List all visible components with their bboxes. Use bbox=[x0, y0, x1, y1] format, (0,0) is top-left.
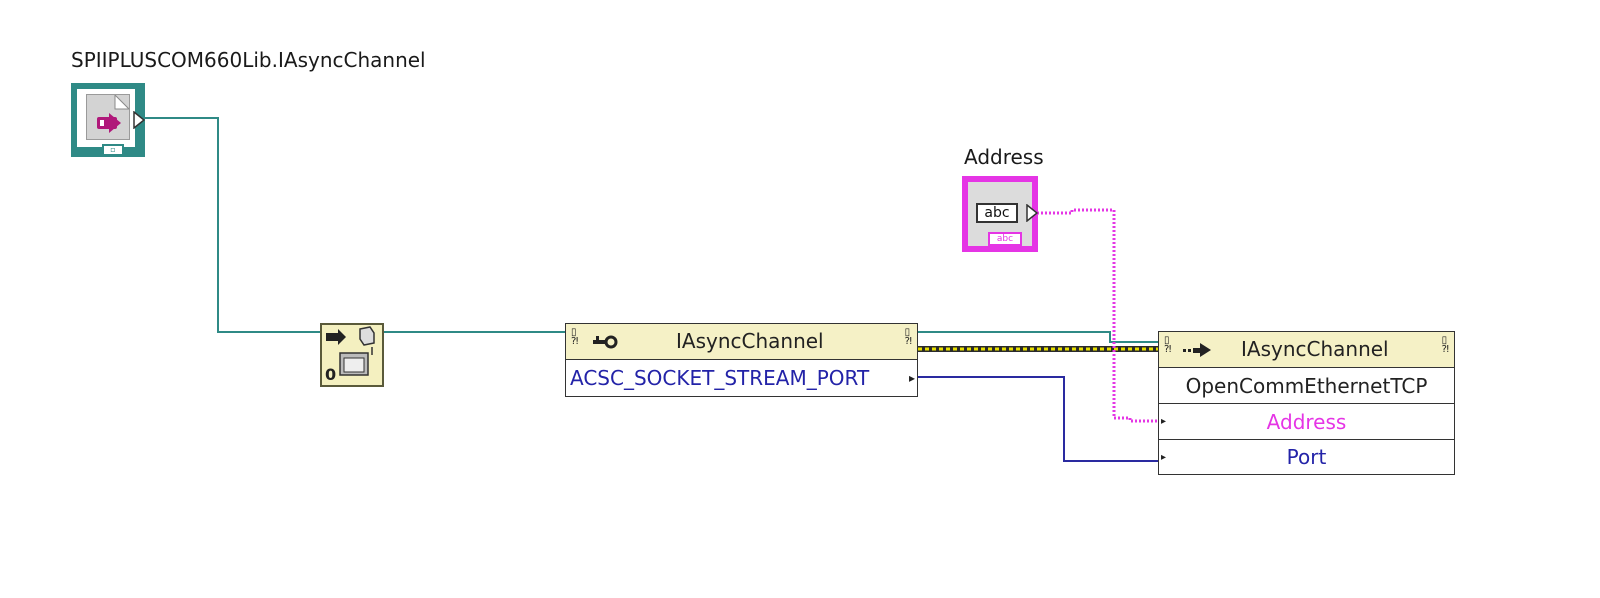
property-item-socket-port[interactable]: ACSC_SOCKET_STREAM_PORT ▸ bbox=[566, 360, 917, 397]
invoke-reference-out-terminal-icon[interactable]: ▯⁈ bbox=[1441, 335, 1449, 355]
to-more-generic-class-node[interactable]: 0 bbox=[320, 323, 384, 387]
string-wire[interactable] bbox=[1037, 208, 1158, 423]
port-param-label: Port bbox=[1286, 445, 1327, 469]
refnum-inner: ▫ bbox=[77, 89, 135, 156]
refnum-terminal-tab: ▫ bbox=[102, 144, 124, 156]
to-more-generic-class-icon bbox=[326, 326, 375, 376]
property-node-header: ▯⁈ IAsyncChannel ▯⁈ bbox=[566, 324, 917, 360]
activex-refnum-constant[interactable]: ▫ bbox=[71, 83, 145, 157]
property-output-arrow-icon[interactable]: ▸ bbox=[908, 371, 915, 385]
string-control-inner: abc abc bbox=[968, 182, 1032, 246]
invoke-method-arrow-icon bbox=[1183, 343, 1211, 357]
refnum-wire-1[interactable] bbox=[145, 117, 322, 333]
activex-refnum-icon bbox=[86, 93, 131, 140]
integer-wire[interactable] bbox=[918, 376, 1158, 462]
port-input-arrow-icon[interactable]: ▸ bbox=[1161, 452, 1167, 463]
address-input-arrow-icon[interactable]: ▸ bbox=[1161, 416, 1167, 427]
class-index-digit: 0 bbox=[325, 365, 337, 384]
document-arrow-icon bbox=[97, 93, 131, 133]
property-key-icon bbox=[593, 335, 618, 349]
property-node[interactable]: ▯⁈ IAsyncChannel ▯⁈ ACSC_SOCKET_STREAM_P… bbox=[565, 323, 918, 397]
invoke-node[interactable]: ▯⁈ IAsyncChannel ▯⁈ OpenCommEthernetTCP … bbox=[1158, 331, 1455, 475]
output-terminal-icon[interactable] bbox=[133, 111, 145, 129]
invoke-param-address[interactable]: ▸ Address bbox=[1159, 404, 1454, 440]
string-value-box: abc bbox=[976, 203, 1018, 223]
reference-out-terminal-icon[interactable]: ▯⁈ bbox=[904, 327, 912, 347]
invoke-param-port[interactable]: ▸ Port bbox=[1159, 440, 1454, 475]
invoke-node-header: ▯⁈ IAsyncChannel ▯⁈ bbox=[1159, 332, 1454, 368]
property-node-class: IAsyncChannel bbox=[676, 329, 824, 353]
invoke-method-name: OpenCommEthernetTCP bbox=[1159, 368, 1454, 404]
string-terminal-icon: abc bbox=[988, 232, 1022, 246]
address-string-control[interactable]: abc abc bbox=[962, 176, 1038, 252]
refnum-wire-3[interactable] bbox=[918, 331, 1158, 343]
address-param-label: Address bbox=[1266, 410, 1347, 434]
reference-in-terminal-icon[interactable]: ▯⁈ bbox=[571, 327, 579, 347]
refnum-constant-label: SPIIPLUSCOM660Lib.IAsyncChannel bbox=[71, 48, 426, 72]
invoke-reference-in-terminal-icon[interactable]: ▯⁈ bbox=[1164, 335, 1172, 355]
property-name: ACSC_SOCKET_STREAM_PORT bbox=[570, 366, 870, 390]
string-output-terminal-icon[interactable] bbox=[1026, 204, 1038, 222]
invoke-node-class: IAsyncChannel bbox=[1241, 337, 1389, 361]
address-control-label: Address bbox=[964, 145, 1044, 169]
